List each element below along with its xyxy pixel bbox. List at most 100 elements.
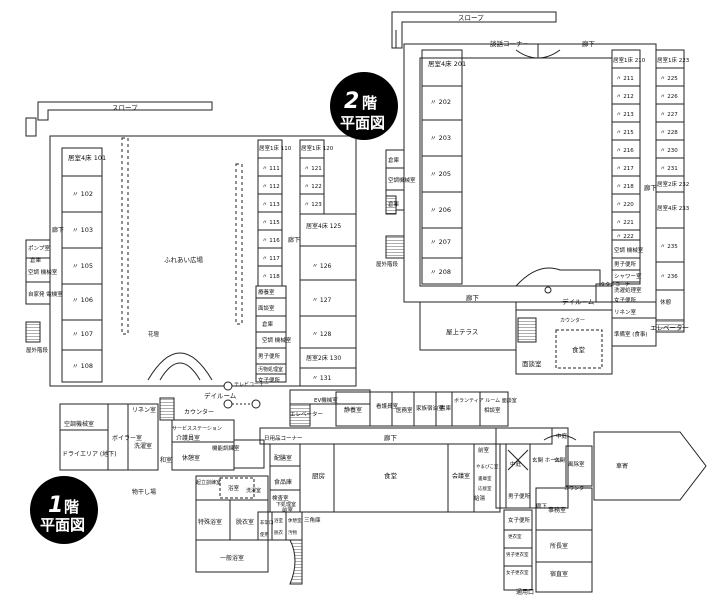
- f1-seiyo: 静養室: [344, 406, 362, 414]
- f1-service-col-labels: 療養室 面談室 倉庫 空調 機械室 男子便所 汚物処理室 女子便所: [258, 288, 292, 384]
- svg-text:1: 1: [48, 493, 63, 518]
- floor2-plan: [385, 11, 685, 375]
- f1-kouhou: 書庫室: [478, 475, 492, 482]
- f2-room-215: 〃 215: [616, 130, 634, 136]
- f1-south-left: [59, 403, 159, 471]
- f1-kensa: 検査室: [272, 494, 289, 502]
- f1-kazoku: 家族宿泊室: [416, 404, 444, 412]
- f1-room-125: 居室4床 125: [306, 222, 341, 230]
- f2-room-202: 〃 202: [430, 98, 451, 106]
- f1-outside-stairs: [25, 321, 41, 343]
- f1-shokuhin: 食品庫: [274, 478, 292, 486]
- f1-room-128: 〃 128: [312, 331, 332, 338]
- f1-mendan: 面談室: [258, 304, 275, 312]
- f1-room-103: 〃 103: [72, 226, 93, 234]
- f1-room-106: 〃 106: [72, 296, 93, 304]
- f1-room-118: 〃 118: [262, 274, 280, 280]
- f2-rooms-col-a: [611, 49, 641, 285]
- f1-genkan-hall: 玄関 ホール: [532, 456, 562, 464]
- f2-room-208: 〃 208: [430, 268, 451, 276]
- f1-flowerbed-arc: [147, 352, 213, 381]
- f2-counter: カウンター: [560, 317, 585, 324]
- f1-chubo: 厨房: [312, 471, 325, 480]
- f1-plaza-pillars-left: [121, 137, 129, 335]
- f1-kuchou2: 空調 機械室: [262, 336, 292, 344]
- f1-ippan: 一般浴室: [220, 554, 244, 562]
- f1-shochou: 所長室: [550, 542, 568, 550]
- f1-hijoguchi: 非常口: [260, 519, 274, 526]
- f1-corridor-b: 廊下: [536, 502, 548, 510]
- f2-room-227: 〃 227: [660, 112, 678, 118]
- svg-text:階: 階: [64, 498, 79, 516]
- f1-kinou: 機能訓練室: [212, 444, 240, 452]
- f1-datsui: 脱衣室: [236, 518, 254, 526]
- f1-rooms-left: [61, 147, 103, 383]
- f1-joshi: 女子便所: [258, 376, 281, 384]
- f2-room-206: 〃 206: [430, 206, 451, 214]
- f2-slope: [391, 11, 557, 49]
- f1-room-116: 〃 116: [262, 238, 280, 244]
- f1-corridor-main: 廊下: [384, 433, 398, 442]
- f1-col-a-rooms: 居室1床 110 〃 111 〃 112 〃 113 〃 115 〃 116 〃…: [259, 144, 292, 280]
- f2-kuchou: 空調 機械室: [614, 246, 644, 254]
- f1-shokuin: 宿直室: [550, 570, 568, 578]
- f2-room-216: 〃 216: [616, 148, 634, 154]
- f2-shower: シャワー室: [614, 272, 642, 280]
- f2-room-203: 〃 203: [430, 134, 451, 142]
- f1-tv-corner: テレビコーナー: [234, 381, 269, 388]
- f1-kaigi: 会議室: [452, 472, 470, 480]
- f2-outside-stairs: 屋外階段: [376, 260, 399, 268]
- f1-plaza-pillars-right: [235, 163, 243, 325]
- f2-room-223: 居室1床 223: [657, 56, 690, 64]
- f1-hoka: 休憩室: [288, 517, 302, 524]
- f1-kyukei: 休憩室: [182, 454, 200, 462]
- f1-room-107: 〃 107: [72, 330, 93, 338]
- f1-room-126: 〃 126: [312, 263, 332, 270]
- f2-col-b-rooms: 居室1床 223 〃 225 〃 226 〃 227 〃 228 〃 230 〃…: [657, 56, 690, 306]
- f1-sentakushitsu: 洗濯室: [134, 442, 152, 450]
- f1-koishitsu: 脱衣: [274, 529, 283, 536]
- f2-room-220: 〃 220: [616, 202, 634, 208]
- f1-shokudo: 食堂: [384, 471, 398, 480]
- svg-text:2: 2: [344, 89, 359, 114]
- f2-stairs: [517, 317, 537, 343]
- f2-room-213: 〃 213: [616, 112, 634, 118]
- f2-room-226: 〃 226: [660, 94, 678, 100]
- f1-corridor-v2: 廊下: [288, 236, 300, 244]
- f1-room-131: 〃 131: [312, 375, 332, 382]
- f2-room-210: 居室1床 210: [613, 56, 646, 64]
- svg-text:階: 階: [362, 94, 377, 112]
- f2-souko2: 倉庫: [388, 200, 400, 208]
- f2-room-230: 〃 230: [660, 148, 678, 154]
- f1-yaku: やまびこ室: [476, 463, 499, 470]
- floor1-labels: スロープ 居室4床 101 〃 102 〃 103 〃 105 〃 106 〃 …: [26, 104, 628, 596]
- f2-kikai: 空調機械室: [388, 176, 416, 184]
- f1-room-102: 〃 102: [72, 190, 93, 198]
- f2-room-218: 〃 218: [616, 184, 634, 190]
- f2-danshi: 男子便所: [614, 260, 637, 268]
- f1-kishitsu: 汚物: [288, 529, 297, 536]
- f1-tsuyo: 通用口: [516, 588, 534, 596]
- f2-room-231: 〃 231: [660, 166, 678, 172]
- f1-col-c-rooms: 居室4床 125 〃 126 〃 127 〃 128 居室2床 130 〃 13…: [306, 222, 341, 382]
- f1-volunteer: ボランティア ルーム 面談室: [454, 397, 517, 404]
- f2-terrace: [419, 301, 517, 351]
- f1-shitan: 下処理室: [276, 501, 296, 508]
- f1-kuchou: 空調 機械室: [28, 268, 58, 276]
- f1-koi: 更衣室: [508, 533, 522, 540]
- f1-room-112: 〃 112: [262, 184, 280, 190]
- f1-medical-row: [335, 391, 509, 427]
- f1-sankaku: 三角庫: [304, 516, 321, 524]
- f1-left-rooms: 居室4床 101 〃 102 〃 103 〃 105 〃 106 〃 107 〃…: [68, 153, 106, 370]
- f2-shokudo: 食堂: [572, 345, 586, 354]
- f1-dayroom: デイルーム: [204, 391, 237, 400]
- f1-sentaku: 汚物処理室: [258, 366, 283, 373]
- f1-yoko: 浴室: [228, 484, 240, 492]
- f2-room-235: 〃 235: [660, 244, 678, 250]
- f1-haizen: 配膳室: [274, 454, 292, 462]
- f1-danshi-b: 男子便所: [508, 492, 531, 500]
- f2-col-a-rooms: 居室1床 210 〃 211 〃 212 〃 213 〃 215 〃 216 〃…: [613, 56, 646, 304]
- f1-ryoyo: 療養室: [258, 288, 275, 296]
- f2-terrace: 屋上テラス: [446, 327, 478, 336]
- f1-tokushu: 特殊浴室: [198, 518, 222, 526]
